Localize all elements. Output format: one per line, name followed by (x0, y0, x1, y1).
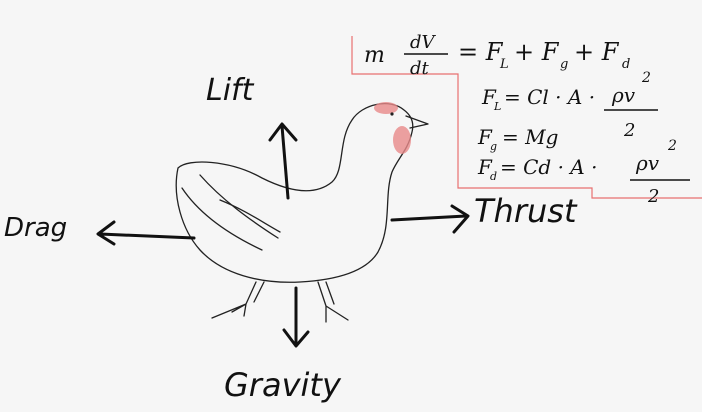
chicken-wing-line-1 (181, 187, 263, 251)
gravity-label: Gravity (224, 366, 342, 404)
chicken-leg-right (317, 281, 349, 323)
chicken-body-outline (175, 103, 414, 283)
lift-eq-frac-exp: 2 (641, 70, 651, 86)
chicken (175, 103, 429, 323)
chicken-wing-line-2 (199, 174, 279, 239)
drag-eq-frac-den: 2 (647, 186, 659, 207)
equation-highlight-border (351, 36, 702, 199)
drag-arrow (96, 220, 196, 246)
chicken-beak (405, 115, 429, 129)
thrust-arrow (390, 204, 470, 234)
drag-label: Drag (4, 213, 67, 243)
lift-eq-sub: L (493, 100, 501, 113)
gravity-equation: F g = Mg (477, 125, 558, 153)
main-eq-sub-l: L (499, 57, 509, 72)
drag-eq-frac-num: ρv (635, 151, 660, 175)
main-eq-frac-num: dV (410, 32, 437, 53)
grav-eq-sub: g (490, 140, 497, 153)
chicken-leg-left (211, 281, 257, 319)
lift-equation: F L = Cl · A · ρv 2 2 (481, 70, 658, 141)
lift-arrow (268, 122, 298, 200)
lift-eq-rhs: = Cl · A · (504, 85, 595, 109)
chicken-eye (390, 112, 394, 116)
main-eq-plus1: + F (514, 38, 560, 66)
lift-eq-frac-num: ρv (611, 83, 636, 107)
drag-eq-sub: d (490, 170, 497, 183)
drag-eq-lhs: F (477, 155, 493, 179)
chicken-comb (374, 102, 398, 114)
lift-label: Lift (206, 73, 255, 108)
grav-eq-lhs: F (477, 125, 493, 149)
drag-equation: F d = Cd · A · ρv 2 2 (477, 138, 690, 207)
grav-eq-rhs: = Mg (502, 125, 558, 149)
chicken-leg-left-inner (253, 281, 265, 303)
main-equation: m dV dt = F L + F g + F d (364, 32, 630, 79)
lift-eq-lhs: F (481, 85, 497, 109)
main-eq-frac-den: dt (410, 58, 430, 79)
main-eq-rhs: = F (458, 38, 504, 66)
lift-eq-frac-den: 2 (623, 120, 635, 141)
drag-eq-frac-exp: 2 (667, 138, 677, 154)
main-eq-sub-g: g (560, 57, 568, 72)
drag-eq-rhs: = Cd · A · (500, 155, 597, 179)
chicken-leg-right-inner (325, 281, 335, 305)
main-eq-sub-d: d (622, 57, 630, 72)
gravity-arrow (282, 286, 310, 348)
main-eq-m: m (364, 43, 385, 68)
thrust-label: Thrust (474, 192, 578, 230)
main-eq-plus2: + F (574, 38, 620, 66)
chicken-wing-line-3 (219, 199, 281, 233)
chicken-wattle (393, 126, 411, 154)
